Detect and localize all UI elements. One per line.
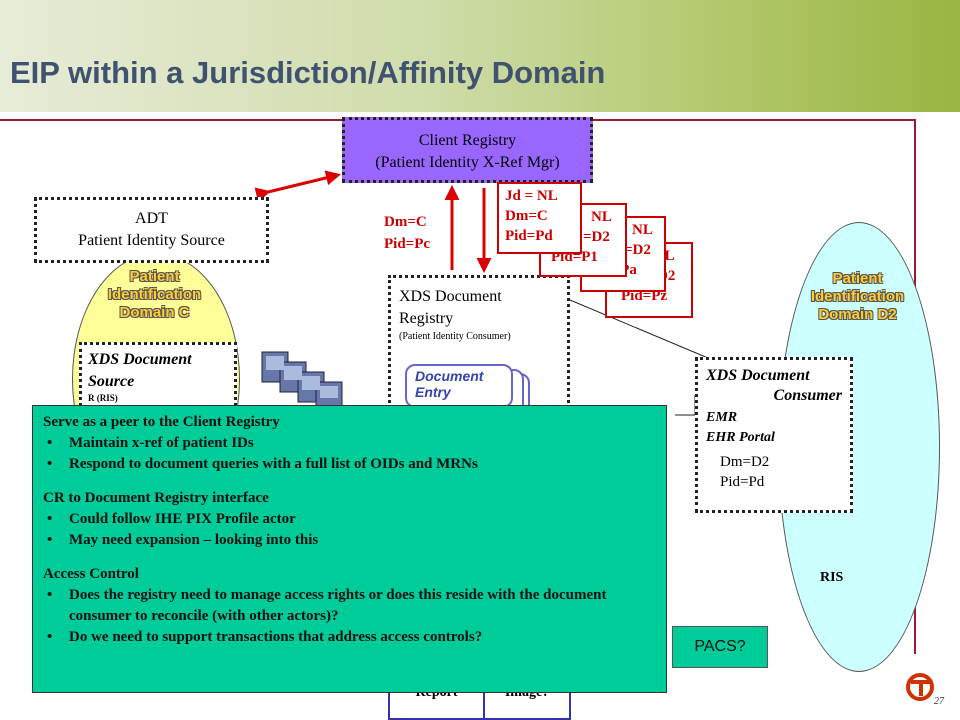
bullet-icon: • xyxy=(47,629,53,645)
bullet-icon: • xyxy=(47,532,53,548)
adt-box: ADT Patient Identity Source xyxy=(34,197,269,263)
registry-feed-pid: Pid=Pc xyxy=(384,236,431,252)
document-entry-label-line2: Entry xyxy=(415,384,451,400)
notes-bullet-text: Does the registry need to manage access … xyxy=(69,587,607,624)
notes-heading-access-control: Access Control xyxy=(43,566,139,582)
notes-bullet-text: Respond to document queries with a full … xyxy=(69,456,478,472)
bullet-icon: • xyxy=(47,435,53,451)
consumer-link-lower xyxy=(675,395,696,416)
title-banner xyxy=(0,0,960,112)
adt-subtitle: Patient Identity Source xyxy=(78,232,225,249)
document-entry-front: Document Entry xyxy=(405,364,513,408)
domain-c-label-line3: Domain C xyxy=(119,304,190,321)
doc-registry-title: XDS Document xyxy=(399,288,502,305)
notes-heading-peer: Serve as a peer to the Client Registry xyxy=(43,414,280,430)
pid-card-1: Jd = NL Dm=C Pid=Pd xyxy=(497,182,582,254)
xds-document-source-box: XDS Document Source R (RIS) xyxy=(79,342,237,412)
doc-source-partial: R (RIS) xyxy=(88,393,118,403)
document-entry-label-line1: Document xyxy=(415,368,484,384)
client-registry-title: Client Registry xyxy=(418,132,517,149)
xds-document-consumer-box: XDS Document Consumer EMR EHR Portal Dm=… xyxy=(695,357,853,513)
pid-card-3-line2: =D2 xyxy=(624,242,651,258)
domain-c-label: Patient Identification Domain C xyxy=(82,268,227,322)
notes-bullet: • Could follow IHE PIX Profile actor xyxy=(43,509,656,530)
client-registry-subtitle: (Patient Identity X-Ref Mgr) xyxy=(375,154,560,171)
domain-d2-label: Patient Identification Domain D2 xyxy=(785,270,930,324)
page-number: 27 xyxy=(934,696,944,707)
slide-title: EIP within a Jurisdiction/Affinity Domai… xyxy=(10,55,606,90)
registry-feed-dm: Dm=C xyxy=(384,214,427,230)
domain-d2-label-line1: Patient xyxy=(832,270,883,287)
doc-consumer-ehr-portal: EHR Portal xyxy=(706,430,775,445)
pacs-box: PACS? xyxy=(672,626,768,668)
bullet-icon: • xyxy=(47,456,53,472)
pid-card-2-line2: =D2 xyxy=(583,229,610,245)
doc-registry-subtitle: Registry xyxy=(399,310,454,327)
domain-c-label-line2: Identification xyxy=(107,286,202,303)
doc-consumer-emr: EMR xyxy=(706,410,738,425)
notes-bullet: • Does the registry need to manage access… xyxy=(43,585,656,627)
pid-card-1-line2: Dm=C xyxy=(505,208,548,224)
pid-card-1-line1: Jd = NL xyxy=(505,188,558,204)
domain-d2-label-line3: Domain D2 xyxy=(818,306,897,323)
doc-source-title: XDS Document xyxy=(88,351,192,368)
notes-box: Serve as a peer to the Client Registry •… xyxy=(32,405,667,693)
bullet-icon: • xyxy=(47,587,53,603)
notes-bullet: • May need expansion – looking into this xyxy=(43,530,656,551)
adt-cr-arrow xyxy=(254,170,341,203)
doc-source-subtitle: Source xyxy=(88,373,135,390)
notes-bullet: • Respond to document queries with a full… xyxy=(43,454,656,475)
notes-heading-interface: CR to Document Registry interface xyxy=(43,490,269,506)
notes-bullet: • Do we need to support transactions that… xyxy=(43,627,656,648)
pid-card-3-line1: NL xyxy=(632,222,653,238)
client-registry-box: Client Registry (Patient Identity X-Ref … xyxy=(342,117,593,183)
doc-consumer-subtitle: Consumer xyxy=(773,387,842,404)
domain-c-label-line1: Patient xyxy=(129,268,180,285)
notes-bullet-text: May need expansion – looking into this xyxy=(69,532,319,548)
bullet-icon: • xyxy=(47,511,53,527)
doc-consumer-pid: Pid=Pd xyxy=(720,474,765,490)
doc-consumer-title: XDS Document xyxy=(706,367,810,384)
registry-consumer-link xyxy=(569,299,709,359)
notes-bullet: • Maintain x-ref of patient IDs xyxy=(43,433,656,454)
adt-title: ADT xyxy=(135,210,168,227)
pid-card-1-line3: Pid=Pd xyxy=(505,228,553,244)
domain-d2-label-line2: Identification xyxy=(810,288,905,305)
notes-bullet-text: Do we need to support transactions that … xyxy=(69,629,483,645)
computer-stack-icon xyxy=(261,351,343,409)
pid-card-4-line3: Pid=Pz xyxy=(621,288,668,304)
logo-icon xyxy=(906,673,934,701)
notes-bullet-text: Maintain x-ref of patient IDs xyxy=(69,435,254,451)
doc-consumer-dm: Dm=D2 xyxy=(720,454,770,470)
notes-bullet-text: Could follow IHE PIX Profile actor xyxy=(69,511,296,527)
doc-registry-role: (Patient Identity Consumer) xyxy=(399,331,511,342)
ris-label: RIS xyxy=(820,570,844,585)
pid-card-2-line1: NL xyxy=(591,209,612,225)
